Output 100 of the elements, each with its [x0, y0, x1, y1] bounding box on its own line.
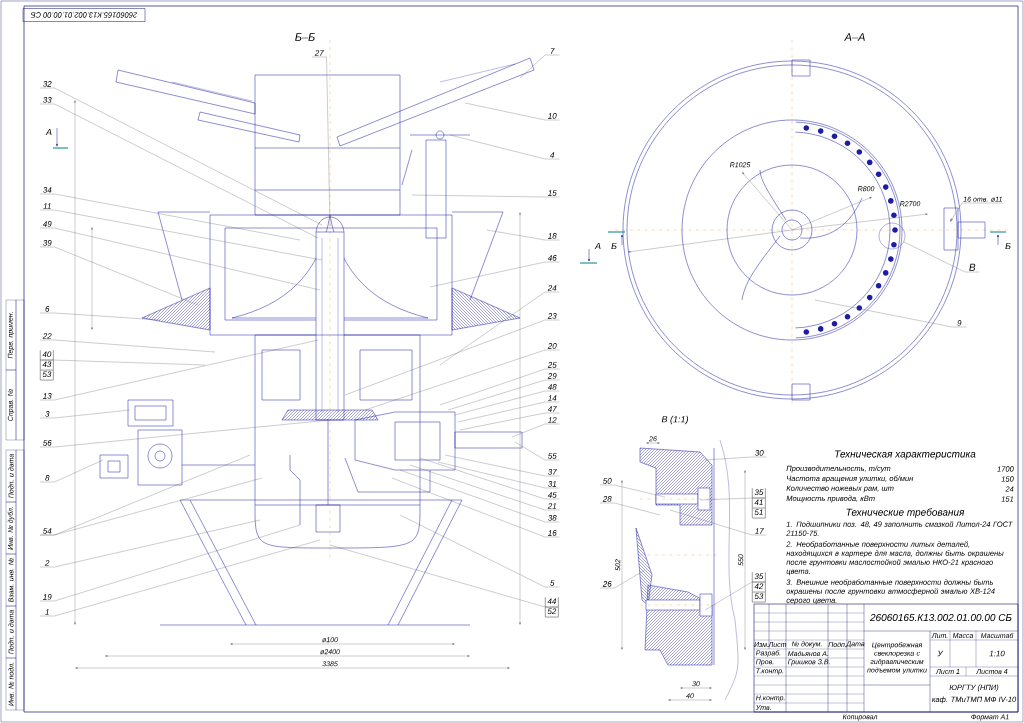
leader-line [814, 299, 967, 328]
leader-line [39, 519, 261, 568]
section-letter: А [594, 242, 601, 250]
leader-line [599, 569, 646, 589]
leader-line [511, 423, 560, 438]
table-value: 1:10 [989, 650, 1005, 657]
leader-line [39, 103, 319, 239]
callout-number-stack: 44 52 [545, 597, 559, 618]
leader-line [903, 241, 980, 273]
callout-number: 32 [43, 81, 52, 87]
callout-number: 24 [547, 285, 557, 291]
callout-number: 17 [755, 528, 764, 534]
leader-line [39, 87, 323, 226]
callout-number: 15 [548, 190, 557, 196]
leader-line [39, 193, 301, 241]
callout-number: 48 [547, 384, 557, 390]
view-title: В (1:1) [661, 415, 688, 425]
callout-number: 54 [43, 528, 52, 534]
section-letter: Б [1005, 242, 1011, 250]
table-heading: Техническая характеристика [835, 450, 976, 460]
leader-line [444, 454, 560, 477]
callout-number: 55 [548, 453, 557, 459]
leader-line [669, 509, 767, 536]
callout-number: 20 [547, 343, 557, 349]
callout-number: 50 [603, 478, 612, 484]
leader-line [39, 339, 216, 353]
callout-number: 23 [547, 313, 557, 319]
leader-line [599, 484, 666, 498]
callout-number: 46 [547, 255, 557, 261]
leader-line [439, 291, 560, 366]
leader-line [447, 379, 560, 411]
leader-line [329, 544, 559, 608]
leader-line [399, 469, 560, 523]
leader-line [39, 459, 104, 483]
callout-number: 27 [314, 50, 324, 56]
leader-line [344, 319, 560, 396]
leader-line [39, 209, 323, 261]
callout-number: 16 [548, 530, 557, 536]
callout-number: 31 [548, 481, 557, 487]
leader-line [437, 461, 560, 489]
leader-line [399, 514, 560, 588]
leader-line [39, 539, 321, 617]
callout-number-stack: 40 43 53 [40, 350, 54, 381]
leader-line [39, 246, 199, 306]
callout-number: 10 [548, 113, 557, 119]
leader-line [391, 477, 560, 538]
leader-line [459, 412, 560, 431]
callout-number: 47 [547, 406, 557, 412]
callout-number: 8 [45, 475, 50, 481]
view-title: А–А [844, 33, 865, 41]
callout-number: 28 [602, 496, 612, 502]
callout-number: 1 [45, 609, 49, 615]
callout-number: 19 [43, 594, 52, 600]
callout-number: 34 [43, 187, 52, 193]
leader-line [39, 477, 263, 536]
leader-line [699, 497, 766, 501]
callout-number: 11 [43, 203, 51, 209]
callout-number: 7 [550, 48, 555, 54]
callout-number: 6 [45, 306, 50, 312]
leader-line [39, 359, 206, 366]
callout-number: 2 [45, 560, 50, 566]
callout-number: 30 [755, 450, 764, 456]
leader-line [39, 524, 301, 602]
callout-number: 29 [547, 373, 557, 379]
detail-circle [878, 222, 906, 250]
callout-number: 4 [550, 152, 555, 158]
leader-line [39, 409, 131, 419]
leader-line [457, 401, 560, 423]
callout-number: 33 [43, 97, 52, 103]
leader-line [704, 581, 766, 611]
callout-number: 38 [548, 515, 557, 521]
leader-line [429, 261, 560, 288]
callout-number: 39 [43, 240, 52, 246]
callout-number: 21 [547, 503, 557, 509]
callout-number: 45 [547, 492, 557, 498]
callout-number: 49 [42, 221, 52, 227]
leader-line [439, 368, 560, 406]
leader-line [419, 457, 560, 500]
view-title: Б–Б [295, 33, 315, 41]
table-heading: Технические требования [846, 508, 965, 518]
callout-number: 14 [548, 395, 557, 401]
leader-line [519, 54, 560, 79]
leader-line [39, 419, 331, 448]
leader-line [364, 349, 560, 411]
section-letter: Б [611, 242, 617, 250]
leader-line [39, 227, 321, 291]
leader-line [464, 102, 560, 121]
callout-number: 18 [548, 233, 557, 239]
callout-number: 56 [43, 440, 52, 446]
leader-line [409, 464, 560, 511]
leader-line [704, 456, 767, 461]
leader-line [599, 502, 661, 516]
leader-line [311, 56, 331, 227]
callout-number: 25 [547, 362, 557, 368]
leader-line [39, 312, 161, 321]
callout-number: 22 [42, 333, 52, 339]
leader-line [39, 339, 319, 401]
callout-number: 5 [550, 580, 555, 586]
callout-number: 13 [43, 393, 52, 399]
callout-number: 26 [602, 581, 612, 587]
